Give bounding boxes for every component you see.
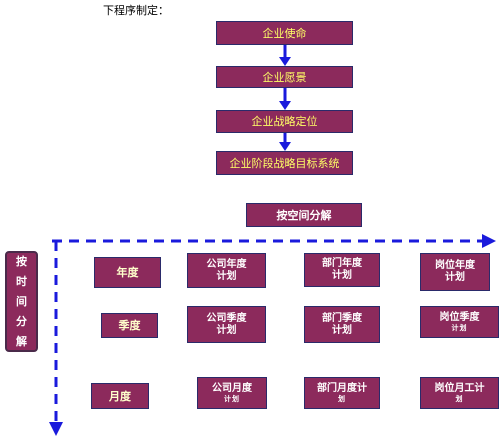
plan-line-2: 计划 [332, 270, 352, 281]
plan-line-2: 计划 [216, 270, 237, 282]
plan-line-1: 公司季度 [206, 312, 247, 324]
time-split-char: 分 [16, 314, 27, 328]
time-split-box: 按 时 间 分 解 [5, 251, 38, 352]
plan-post-month: 岗位月工计 划 [420, 377, 499, 409]
arrowhead-mission-to-vision [279, 57, 291, 66]
space-split-box: 按空间分解 [246, 203, 362, 227]
arrowhead-vision-to-positioning [279, 101, 291, 110]
plan-line-1: 部门季度 [322, 312, 362, 324]
time-split-char: 解 [16, 334, 27, 348]
plan-line-2: 计划 [224, 394, 240, 403]
positioning-box: 企业战略定位 [216, 110, 353, 133]
plan-line-2: 划 [455, 394, 464, 403]
mission-box: 企业使命 [216, 21, 353, 45]
plan-line-1: 岗位季度 [439, 311, 480, 323]
arrowhead-positioning-to-goals [279, 142, 291, 151]
vision-box: 企业愿景 [216, 66, 353, 88]
plan-line-2: 计划 [445, 272, 465, 283]
plan-line-1: 公司月度 [212, 382, 252, 394]
time-split-char: 间 [16, 294, 27, 308]
stage-goals-box: 企业阶段战略目标系统 [216, 151, 353, 175]
plan-line-1: 岗位月工计 [434, 382, 485, 394]
period-quarter-box: 季度 [101, 313, 158, 338]
time-split-char: 时 [16, 274, 27, 288]
plan-company-quarter: 公司季度 计划 [187, 306, 266, 343]
plan-dept-quarter: 部门季度 计划 [304, 306, 380, 343]
plan-post-year: 岗位年度 计划 [420, 253, 490, 291]
period-month-box: 月度 [91, 383, 149, 409]
plan-line-1: 部门年度 [322, 258, 362, 269]
arrowhead-space [482, 234, 496, 248]
arrowhead-time [49, 422, 63, 436]
time-split-char: 按 [16, 254, 27, 268]
plan-company-month: 公司月度 计划 [197, 377, 267, 409]
plan-dept-year: 部门年度 计划 [304, 253, 380, 287]
period-year-box: 年度 [94, 257, 161, 288]
plan-line-1: 岗位年度 [435, 260, 475, 271]
plan-line-2: 计划 [216, 324, 237, 336]
diagram-caption: 下程序制定： [103, 4, 169, 17]
plan-dept-month: 部门月度计 划 [304, 377, 380, 409]
plan-line-2: 划 [338, 394, 346, 403]
plan-line-2: 计划 [451, 323, 468, 332]
plan-company-year: 公司年度 计划 [187, 253, 266, 288]
plan-line-2: 计划 [332, 324, 352, 336]
plan-line-1: 部门月度计 [317, 382, 367, 394]
plan-post-quarter: 岗位季度 计划 [420, 306, 499, 338]
plan-line-1: 公司年度 [206, 258, 247, 270]
